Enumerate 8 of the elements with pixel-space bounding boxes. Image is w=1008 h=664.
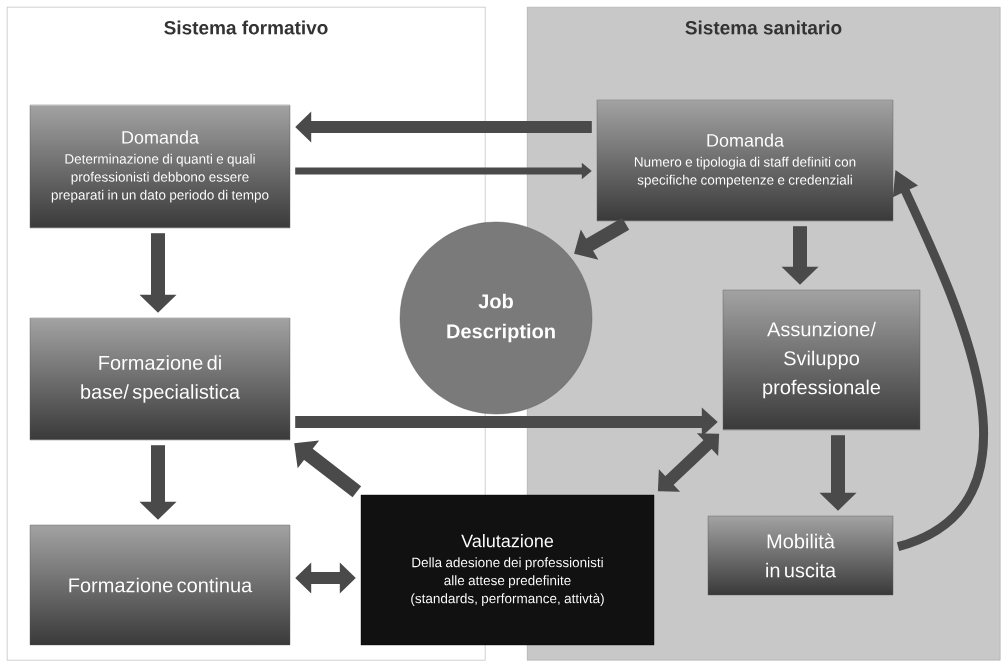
process-box: Domanda Numero e tipologia di staff definiti con specifiche competenze e credenziali — [596, 99, 894, 222]
process-box: Formazione continua — [29, 524, 291, 646]
arrow — [574, 217, 630, 260]
process-box: Assunzione/ Sviluppo professionale — [722, 289, 921, 431]
process-box: Valutazione Della adesione dei professionisti alle attese predefinite (standards, performance, attivtà) — [360, 494, 655, 646]
process-box: Domanda Determinazione di quanti e quali professionisti debbono essere preparati in un dato periodo di tempo — [29, 104, 291, 229]
process-box: Formazione di base/ specialistica — [29, 317, 291, 441]
process-box: Mobilità in uscita — [707, 515, 894, 596]
